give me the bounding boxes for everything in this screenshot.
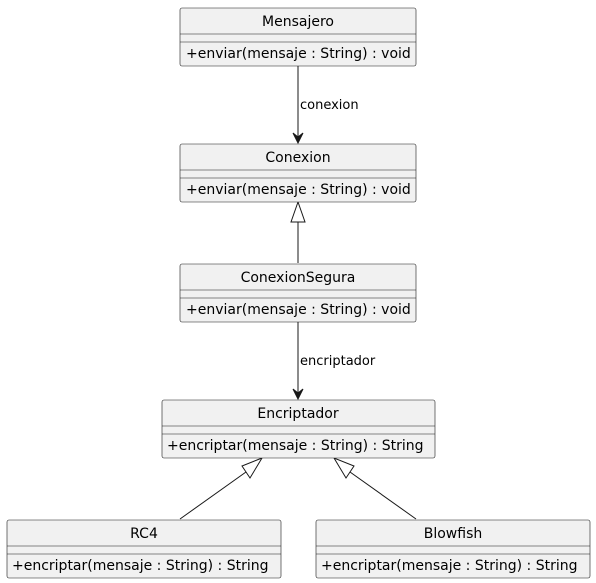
class-name: Conexion xyxy=(265,150,330,166)
class-method: +enviar(mensaje : String) : void xyxy=(186,46,411,62)
arrowhead-icon xyxy=(292,388,304,401)
relation-conexionsegura-conexion xyxy=(290,200,306,263)
relation-conexionsegura-encriptador: encriptador xyxy=(292,322,376,401)
relation-rc4-encriptador xyxy=(179,456,264,520)
class-encriptador[interactable]: Encriptador +encriptar(mensaje : String)… xyxy=(161,399,436,459)
class-name: RC4 xyxy=(130,526,158,542)
class-rc4[interactable]: RC4 +encriptar(mensaje : String) : Strin… xyxy=(6,519,282,579)
inheritance-triangle-icon xyxy=(241,456,264,479)
relation-mensajero-conexion: conexion xyxy=(292,66,359,145)
class-conexionsegura[interactable]: ConexionSegura +enviar(mensaje : String)… xyxy=(179,263,417,323)
class-name: Mensajero xyxy=(262,14,334,30)
class-method: +encriptar(mensaje : String) : String xyxy=(167,438,424,454)
class-name: ConexionSegura xyxy=(241,270,356,286)
relation-label-conexion: conexion xyxy=(300,98,359,113)
class-method: +encriptar(mensaje : String) : String xyxy=(12,558,269,574)
class-mensajero[interactable]: Mensajero +enviar(mensaje : String) : vo… xyxy=(179,7,417,67)
arrowhead-icon xyxy=(292,132,304,145)
class-name: Blowfish xyxy=(424,526,483,542)
inheritance-triangle-icon xyxy=(332,456,355,479)
class-conexion[interactable]: Conexion +enviar(mensaje : String) : voi… xyxy=(179,143,417,203)
relation-blowfish-encriptador xyxy=(332,456,417,520)
class-method: +enviar(mensaje : String) : void xyxy=(186,182,411,198)
class-method: +encriptar(mensaje : String) : String xyxy=(321,558,578,574)
class-name: Encriptador xyxy=(257,406,338,422)
relation-label-encriptador: encriptador xyxy=(300,354,376,369)
class-method: +enviar(mensaje : String) : void xyxy=(186,302,411,318)
inheritance-triangle-icon xyxy=(290,200,306,223)
class-blowfish[interactable]: Blowfish +encriptar(mensaje : String) : … xyxy=(315,519,591,579)
